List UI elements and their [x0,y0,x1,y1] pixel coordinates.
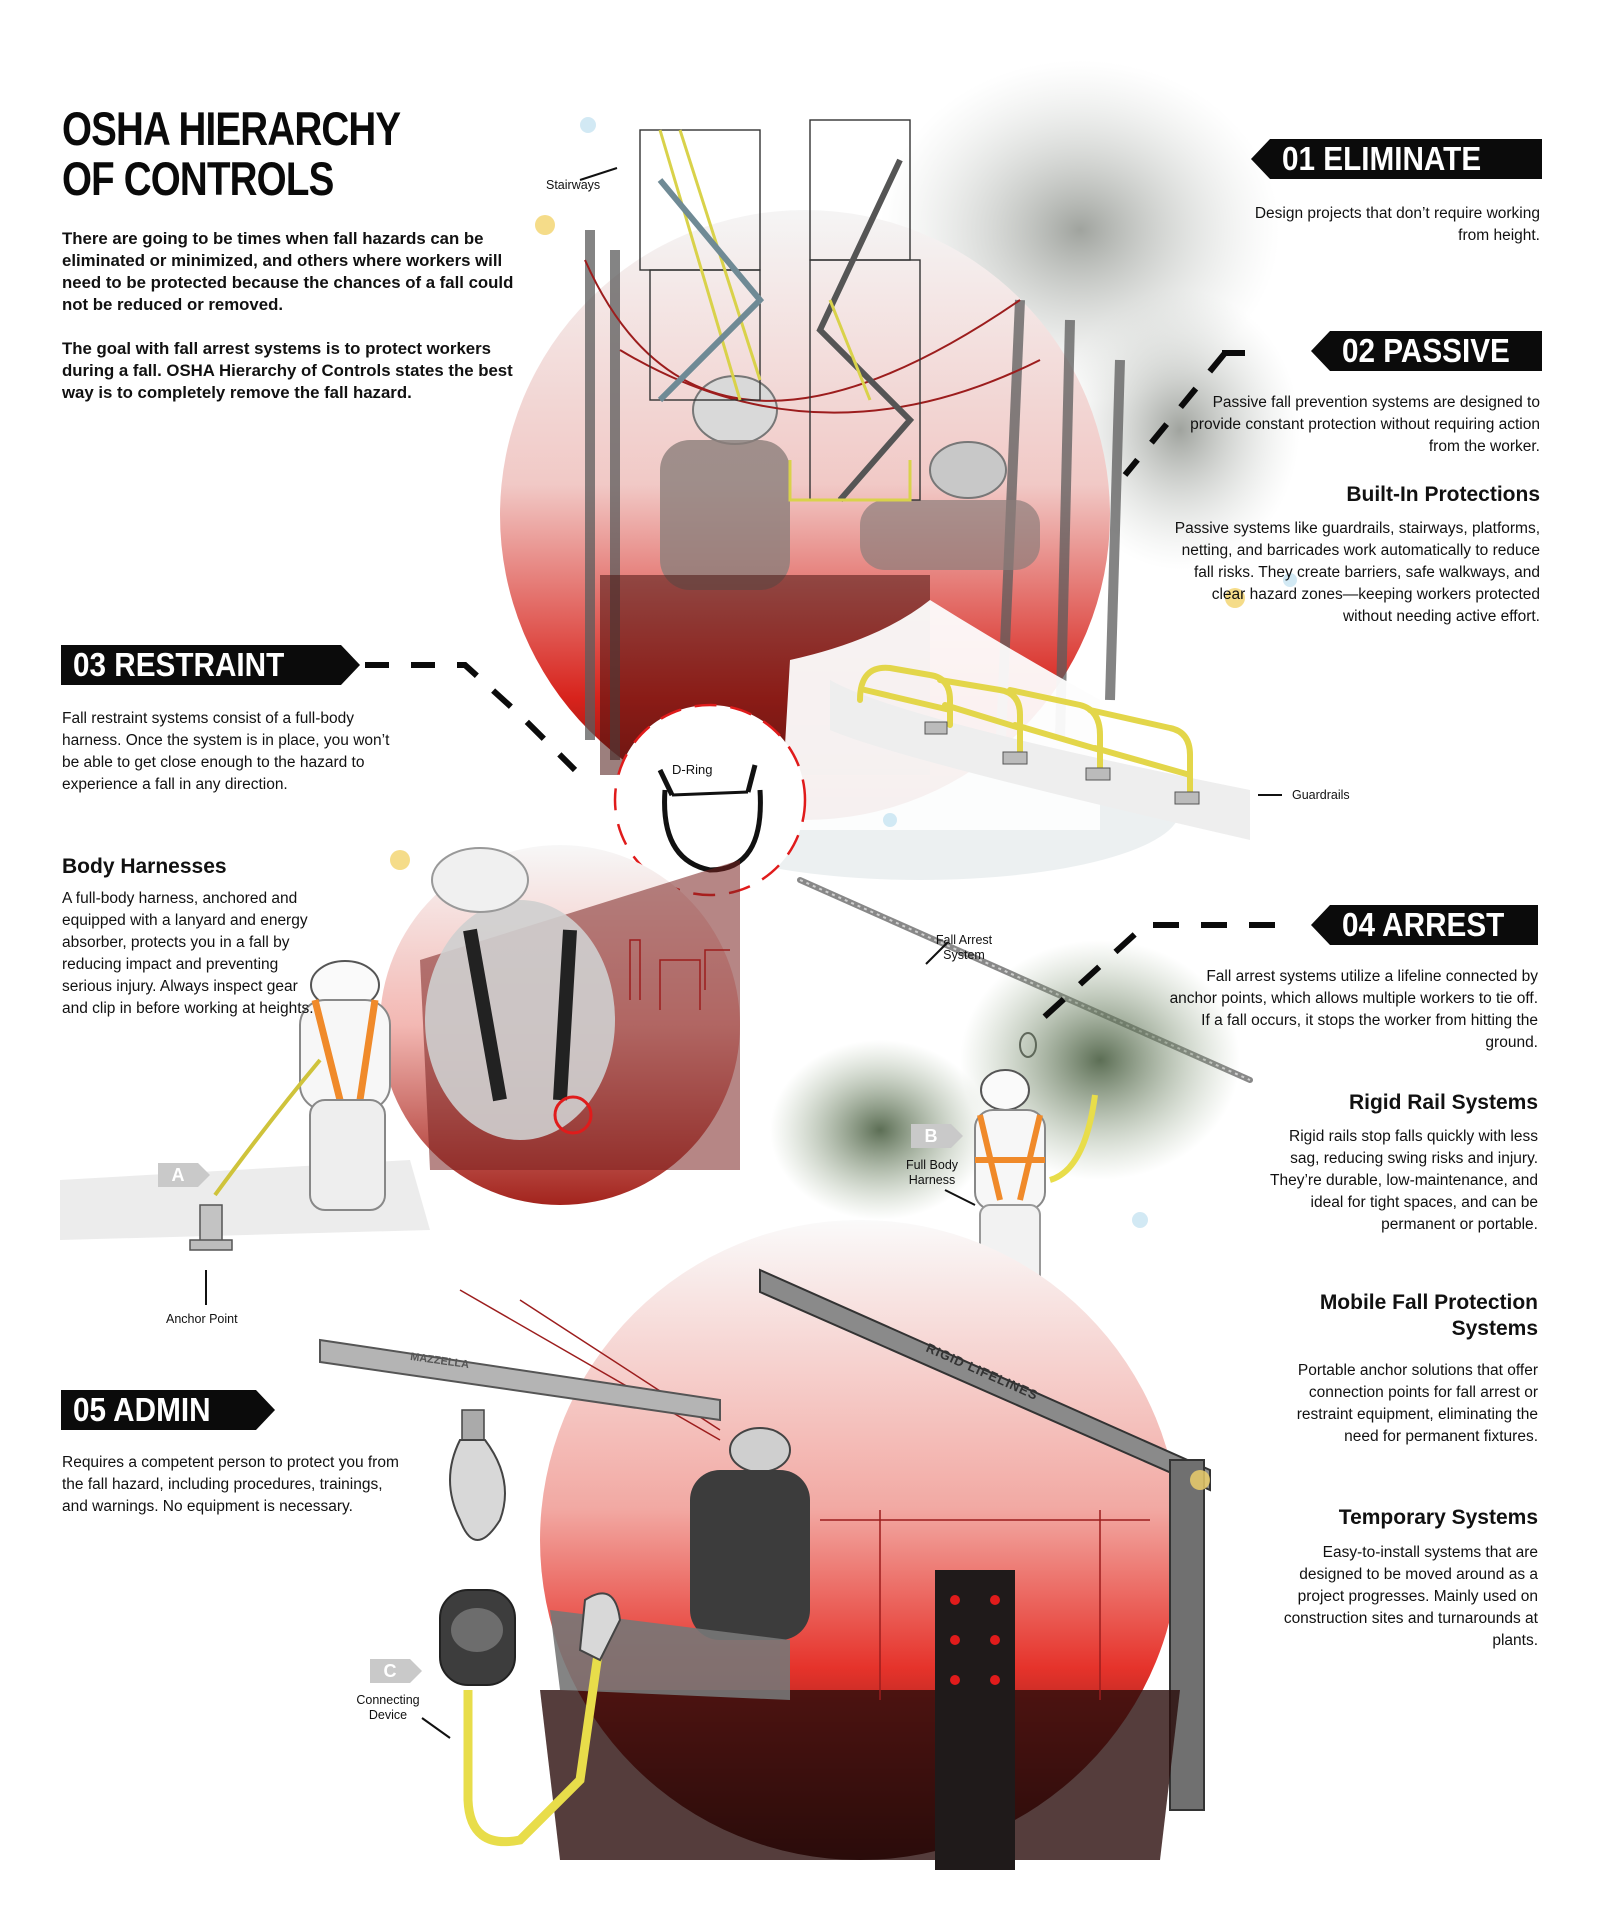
restraint-label: 03 RESTRAINT [61,645,360,685]
rigid-lifeline-photo-circle [459,1220,1211,1870]
badge-b: B [911,1124,963,1148]
badge-a: A [158,1163,210,1187]
dashed-connectors [365,350,1275,1033]
intro-text: There are going to be times when fall ha… [62,228,532,426]
mobile-fall-body: Portable anchor solutions that offer con… [1296,1362,1538,1445]
arrest-body: Fall arrest systems utilize a lifeline c… [1169,968,1538,1051]
temporary-systems-heading: Temporary Systems [1338,1506,1538,1529]
built-in-heading: Built-In Protections [1346,483,1540,506]
admin-label: 05 ADMIN [61,1390,275,1430]
built-in-body: Passive systems like guardrails, stairwa… [1174,520,1540,625]
full-body-harness-label: Full Body Harness [905,1158,959,1187]
fall-arrest-system-label: Fall Arrest System [935,933,993,962]
passive-body: Passive fall prevention systems are desi… [1190,394,1540,455]
passive-label: 02 PASSIVE [1311,331,1542,371]
anchor-point-label: Anchor Point [166,1312,238,1326]
eliminate-label-text: 01 ELIMINATE [1282,140,1482,177]
arrest-label-text: 04 ARREST [1342,906,1505,943]
temporary-systems-body: Easy-to-install systems that are designe… [1283,1544,1538,1649]
rigid-rail-heading: Rigid Rail Systems [1348,1091,1538,1114]
restraint-worker-sketch [60,960,430,1305]
connecting-device-label: Connecting Device [356,1693,420,1722]
admin-label-text: 05 ADMIN [73,1391,211,1428]
arrest-label: 04 ARREST [1311,905,1538,945]
admin-body: Requires a competent person to protect y… [62,1454,399,1515]
eliminate-body: Design projects that don’t require worki… [1254,205,1540,244]
restraint-body: Fall restraint systems consist of a full… [62,710,390,793]
connecting-device-sketch [319,1338,721,1847]
harness-photo-circle [380,845,740,1205]
guardrails-label: Guardrails [1292,788,1350,802]
paint-splatters [390,117,1297,1490]
body-harnesses-heading: Body Harnesses [62,855,227,878]
title-line-1: OSHA HIERARCHY [62,102,401,155]
stairways-sketch [639,119,921,502]
page-title: OSHA HIERARCHY OF CONTROLS [62,102,401,205]
intro-paragraph-1: There are going to be times when fall ha… [62,229,514,314]
d-ring-label: D-Ring [672,762,713,777]
guardrails-sketch [830,664,1250,840]
stairways-leader [579,167,618,181]
intro-paragraph-2: The goal with fall arrest systems is to … [62,339,513,402]
body-harnesses-body: A full-body harness, anchored and equipp… [62,890,314,1017]
badge-c: C [370,1659,422,1683]
d-ring-callout [579,703,807,1091]
title-line-2: OF CONTROLS [62,152,334,205]
restraint-label-text: 03 RESTRAINT [73,646,285,683]
stairways-label: Stairways [546,178,601,192]
mobile-fall-heading: Mobile Fall Protection Systems [1319,1291,1538,1340]
rigid-rail-body: Rigid rails stop falls quickly with less… [1270,1128,1538,1233]
eliminate-label: 01 ELIMINATE [1251,139,1542,179]
passive-label-text: 02 PASSIVE [1342,332,1510,369]
